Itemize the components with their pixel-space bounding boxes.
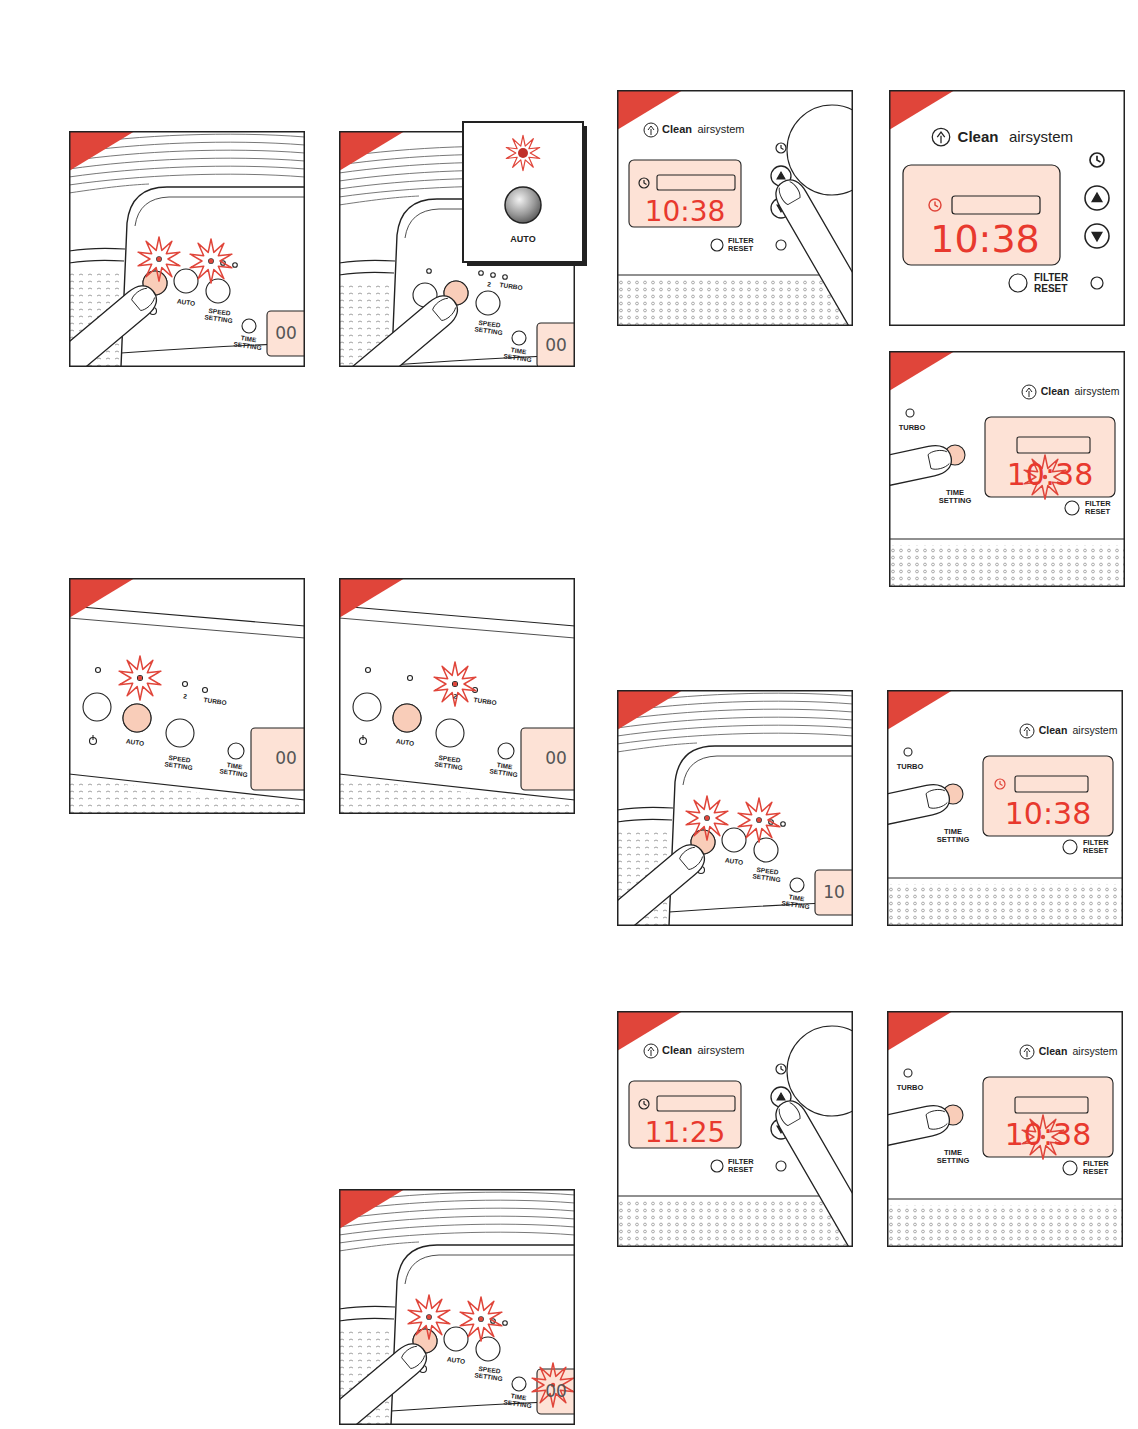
display-digits: 10:38 — [1007, 459, 1093, 491]
brand-name: Clean — [958, 129, 999, 145]
brand-name: Clean — [1039, 1046, 1068, 1057]
button-label: SPEED SETTING — [161, 754, 197, 772]
button-label: 2 — [453, 693, 458, 700]
button-label: TIME SETTING — [500, 346, 536, 364]
button-label: SPEED SETTING — [431, 754, 467, 772]
button-label: AUTO — [125, 738, 144, 747]
button-label: SPEED SETTING — [749, 866, 785, 884]
button-label: TIME SETTING — [936, 489, 974, 505]
button-label: FILTER RESET — [1034, 273, 1076, 294]
button-label: TIME SETTING — [500, 1392, 536, 1410]
button-label: TURBO — [897, 1084, 924, 1092]
display-digits: 11:25 — [645, 1118, 726, 1147]
step-panel — [789, 690, 1123, 926]
display-digits: 00 — [275, 750, 297, 768]
button-label: TURBO — [499, 282, 523, 292]
step-panel — [617, 1011, 877, 1249]
brand-name: Clean — [1041, 386, 1070, 397]
step-panel — [791, 351, 1125, 587]
step-panel — [69, 578, 321, 814]
display-digits: 10:38 — [1005, 1119, 1091, 1151]
button-label: AUTO — [446, 1356, 465, 1365]
button-label: TURBO — [203, 697, 227, 707]
brand-name: airsystem — [1073, 1046, 1118, 1057]
display-digits: 00 — [545, 337, 567, 355]
brand-name: airsystem — [697, 124, 744, 136]
button-label: SPEED SETTING — [471, 1365, 507, 1383]
button-label: FILTER RESET — [1083, 839, 1115, 855]
button-label: AUTO — [395, 738, 414, 747]
step-panel — [889, 90, 1125, 326]
button-label: 2 — [487, 281, 492, 288]
button-label: FILTER RESET — [1083, 1160, 1115, 1176]
brand-name: Clean — [1039, 725, 1068, 736]
button-label: 2 — [183, 693, 188, 700]
button-label: AUTO — [510, 235, 535, 244]
brand-name: Clean — [662, 124, 692, 136]
button-label: TIME SETTING — [486, 761, 522, 779]
button-label: SPEED SETTING — [201, 307, 237, 325]
brand-name: airsystem — [697, 1045, 744, 1057]
step-panel — [291, 1189, 597, 1429]
button-label: TURBO — [897, 763, 924, 771]
display-digits: 10:38 — [930, 220, 1040, 260]
button-label: AUTO — [176, 298, 195, 307]
button-label: TIME SETTING — [934, 1149, 972, 1165]
display-digits: 00 — [275, 325, 297, 343]
step-panel — [339, 578, 591, 814]
button-label: FILTER RESET — [1085, 500, 1117, 516]
step-panel — [569, 690, 875, 964]
display-digits: 00 — [545, 1383, 567, 1401]
step-panel — [21, 131, 327, 405]
brand-name: airsystem — [1073, 725, 1118, 736]
display-digits: 10:38 — [645, 197, 726, 226]
step-panel — [789, 1011, 1123, 1247]
inset-callout — [463, 122, 587, 266]
display-digits: 10 — [823, 884, 845, 902]
display-digits: 10:38 — [1005, 798, 1091, 830]
brand-name: airsystem — [1075, 386, 1120, 397]
display-digits: 00 — [545, 750, 567, 768]
button-label: FILTER RESET — [728, 1158, 760, 1174]
button-label: AUTO — [724, 857, 743, 866]
button-label: SPEED SETTING — [471, 319, 507, 337]
brand-name: airsystem — [1009, 129, 1073, 145]
button-label: TIME SETTING — [216, 761, 252, 779]
button-label: TIME SETTING — [778, 893, 814, 911]
button-label: TIME SETTING — [934, 828, 972, 844]
button-label: FILTER RESET — [728, 237, 760, 253]
button-label: TURBO — [473, 697, 497, 707]
button-label: TURBO — [899, 424, 926, 432]
brand-name: Clean — [662, 1045, 692, 1057]
step-panel — [617, 90, 877, 328]
button-label: TIME SETTING — [230, 334, 266, 352]
